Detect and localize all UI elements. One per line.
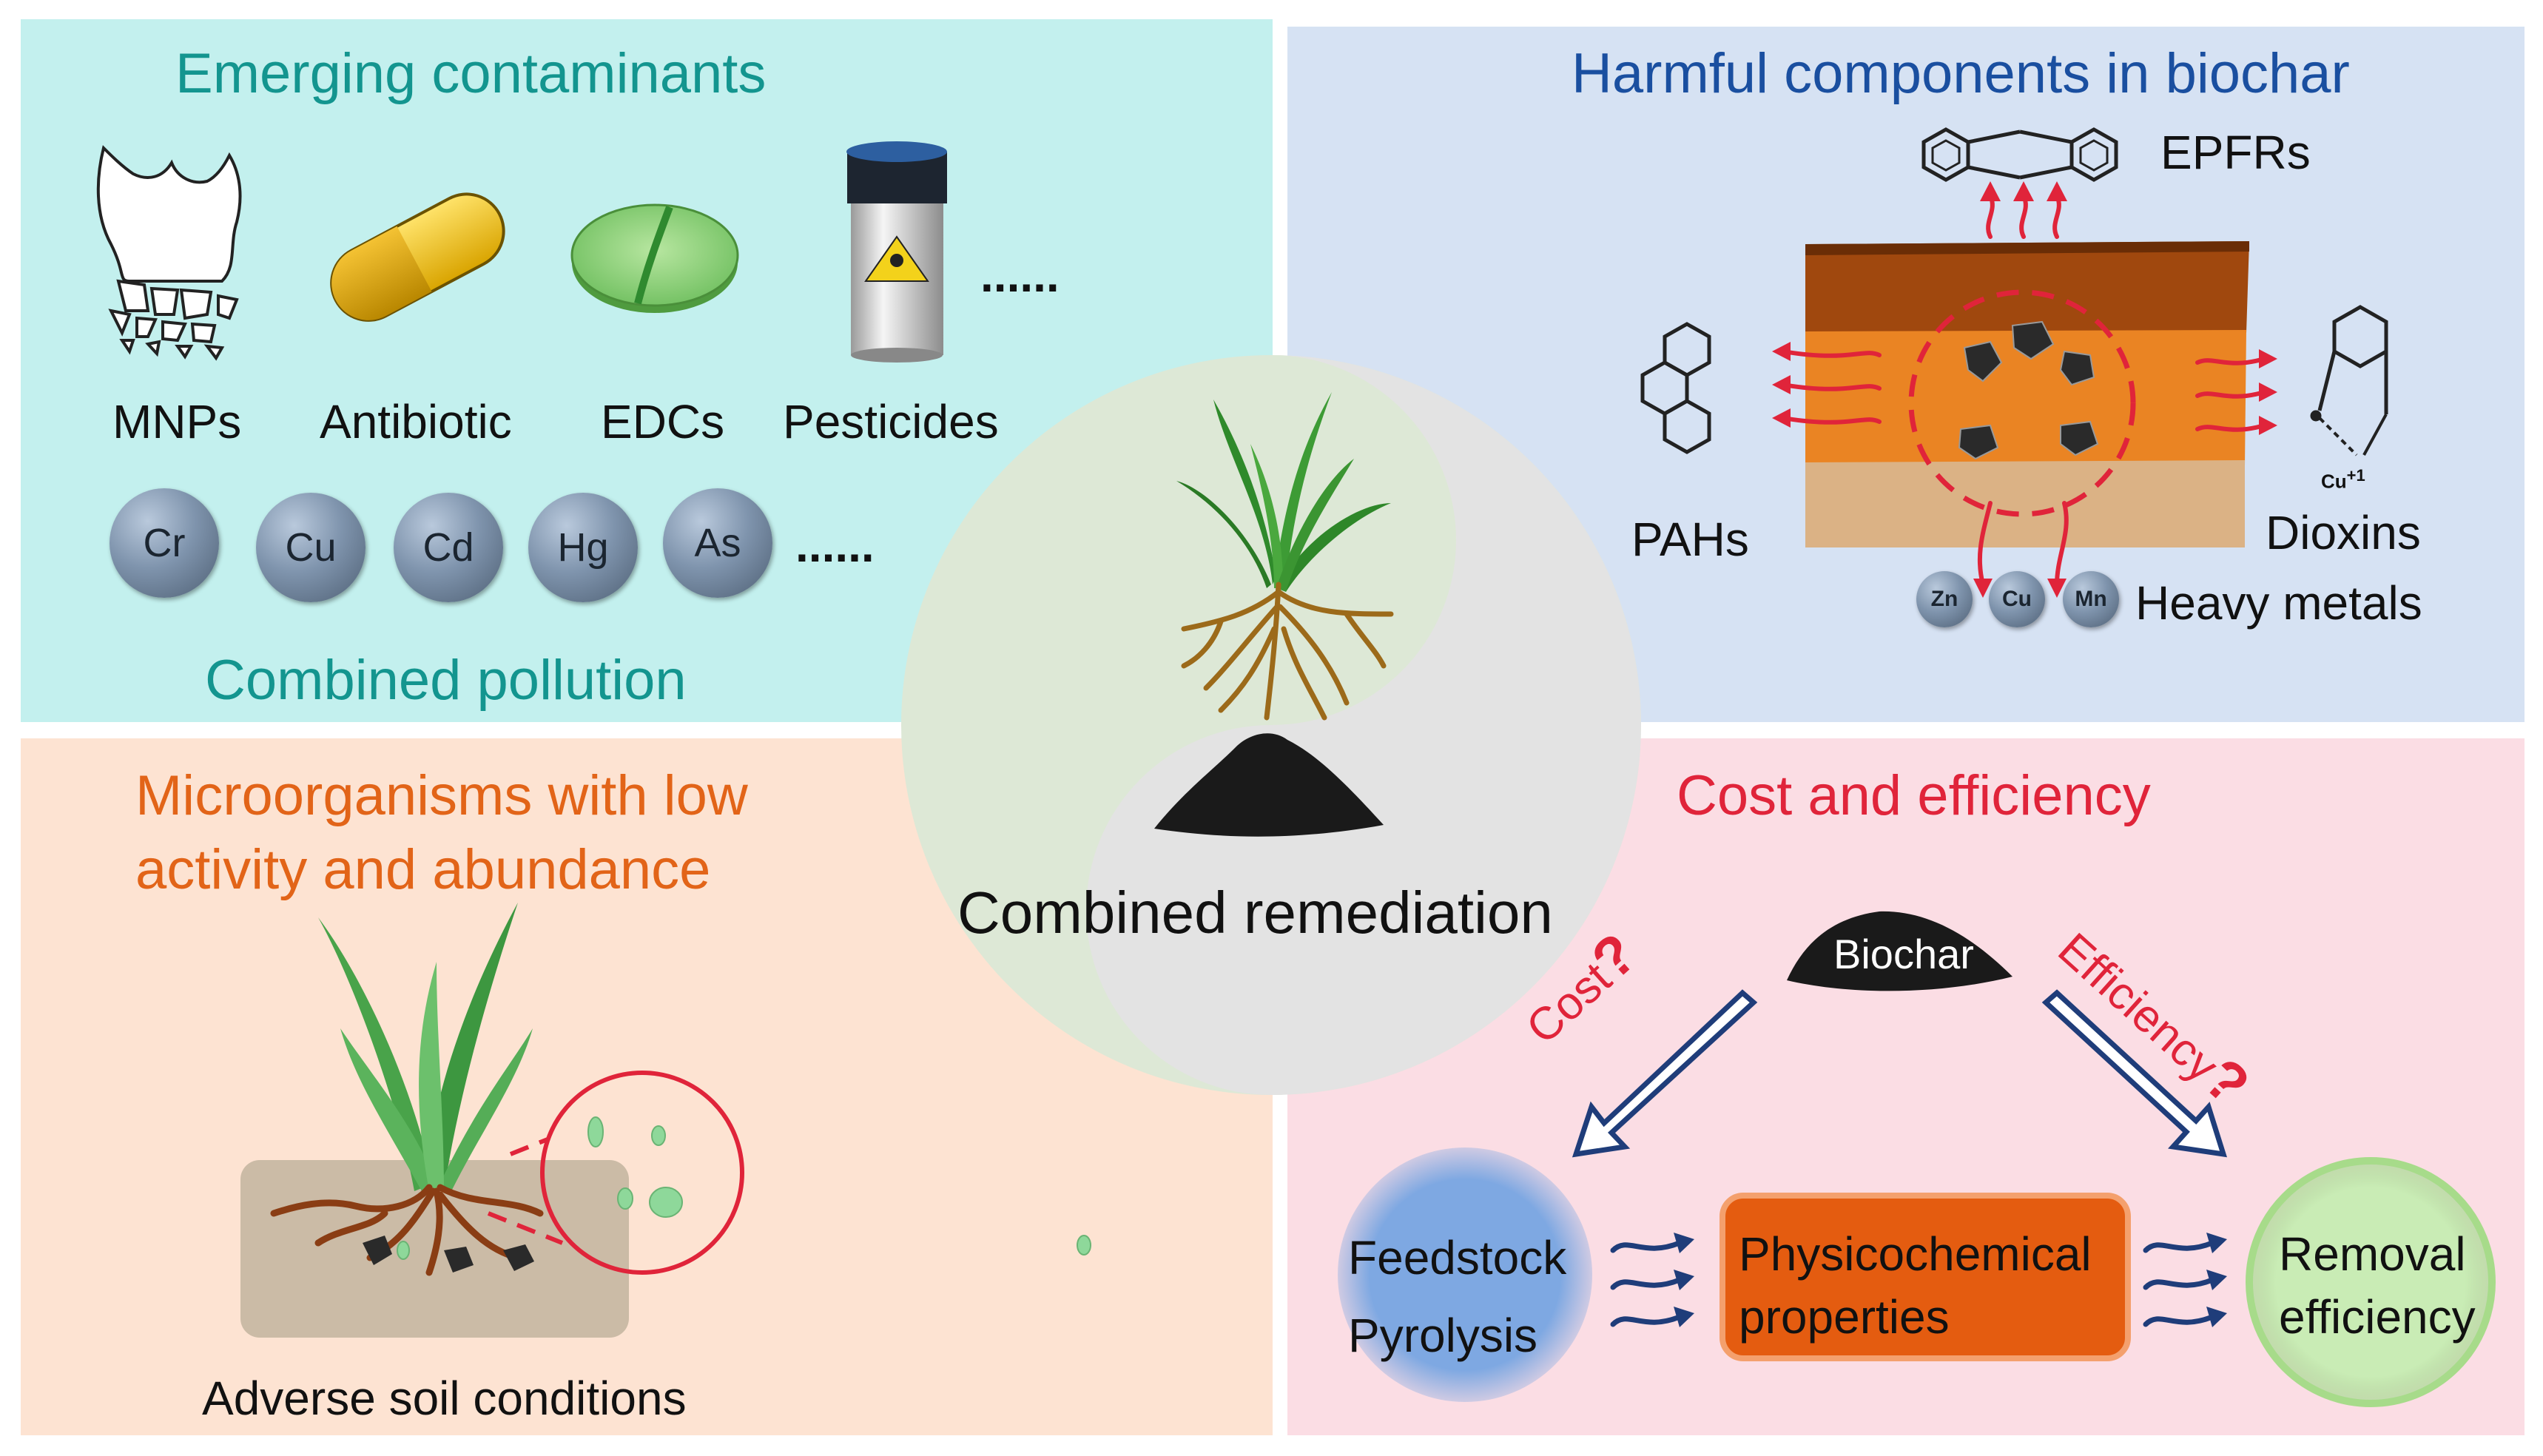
release-arrows xyxy=(1781,194,2266,587)
label-antibiotic: Antibiotic xyxy=(320,395,512,448)
biochar-pile-small-icon xyxy=(1787,911,2012,991)
label-pyrolysis: Pyrolysis xyxy=(1348,1309,1538,1362)
microbe-icons xyxy=(397,1116,1091,1260)
metal-cr: Cr xyxy=(110,488,219,598)
removal-circle xyxy=(2246,1157,2496,1407)
label-feedstock: Feedstock xyxy=(1348,1231,1567,1284)
metal-cu: Cu xyxy=(256,493,366,602)
arrow-heads xyxy=(1772,181,2277,598)
combined-pollution-label: Combined pollution xyxy=(205,649,687,712)
metal-as: As xyxy=(663,488,772,598)
emerging-contaminants-title: Emerging contaminants xyxy=(175,42,767,105)
cost-arrow xyxy=(1572,989,1758,1158)
label-efficiency: efficiency xyxy=(2279,1290,2476,1344)
label-dioxins: Dioxins xyxy=(2266,506,2421,559)
contaminants-ellipsis: ...... xyxy=(980,249,1060,302)
label-physicochemical: Physicochemical xyxy=(1739,1227,2092,1281)
highlight-circle xyxy=(1908,289,2136,517)
label-pahs: PAHs xyxy=(1631,513,1749,566)
label-properties: properties xyxy=(1739,1290,1950,1344)
physicochemical-box xyxy=(1720,1193,2131,1361)
pah-molecule-icon xyxy=(1640,322,1711,454)
roots-icon xyxy=(1181,582,1394,721)
zoom-connector-lines xyxy=(487,1137,564,1245)
microorganisms-title-line2: activity and abundance xyxy=(135,838,711,901)
biochar-particles xyxy=(1958,320,2099,460)
copper-symbol: Cu xyxy=(2321,470,2347,493)
metal-mn: Mn xyxy=(2063,571,2119,627)
biochar-pile-icon xyxy=(1154,733,1384,837)
metal-cu-small: Cu xyxy=(1989,571,2045,627)
microbe-zoom-circle xyxy=(540,1071,744,1275)
plant-icon xyxy=(1176,392,1391,592)
label-epfrs: EPFRs xyxy=(2160,126,2311,179)
adverse-soil-conditions-label: Adverse soil conditions xyxy=(202,1372,687,1425)
microorganisms-title-line1: Microorganisms with low xyxy=(135,764,748,827)
combined-remediation-label: Combined remediation xyxy=(957,880,1553,946)
grass-plant-icon xyxy=(318,903,533,1191)
label-removal: Removal xyxy=(2279,1227,2466,1281)
edc-tablet-icon xyxy=(570,203,739,313)
antibiotic-capsule-icon xyxy=(330,192,505,322)
label-edcs: EDCs xyxy=(601,395,725,448)
label-heavy-metals: Heavy metals xyxy=(2135,576,2422,630)
metal-cd: Cd xyxy=(394,493,503,602)
epfr-molecule-icon xyxy=(1921,127,2118,182)
metal-zn: Zn xyxy=(1916,571,1973,627)
copper-charge: +1 xyxy=(2346,466,2365,485)
label-mnps: MNPs xyxy=(112,395,242,448)
metal-hg: Hg xyxy=(528,493,638,602)
label-copper-ion: Cu+1 xyxy=(2321,468,2365,491)
label-pesticides: Pesticides xyxy=(783,395,999,448)
flow-arrows-left xyxy=(1610,1240,2215,1327)
cost-efficiency-title: Cost and efficiency xyxy=(1677,764,2151,827)
feedstock-circle xyxy=(1338,1147,1592,1402)
efficiency-arrow xyxy=(2041,989,2228,1158)
flow-arrow-heads xyxy=(1674,1233,2227,1327)
microplastic-bag-icon xyxy=(96,145,242,361)
pesticide-bottle-icon xyxy=(846,141,947,363)
biochar-soil-layers xyxy=(1805,241,2249,547)
biochar-label: Biochar xyxy=(1833,931,1974,977)
dioxin-molecule-icon xyxy=(2310,305,2388,456)
soil-biochar-particles xyxy=(363,1236,534,1273)
harmful-components-title: Harmful components in biochar xyxy=(1572,42,2350,105)
metals-ellipsis: ...... xyxy=(795,519,875,572)
